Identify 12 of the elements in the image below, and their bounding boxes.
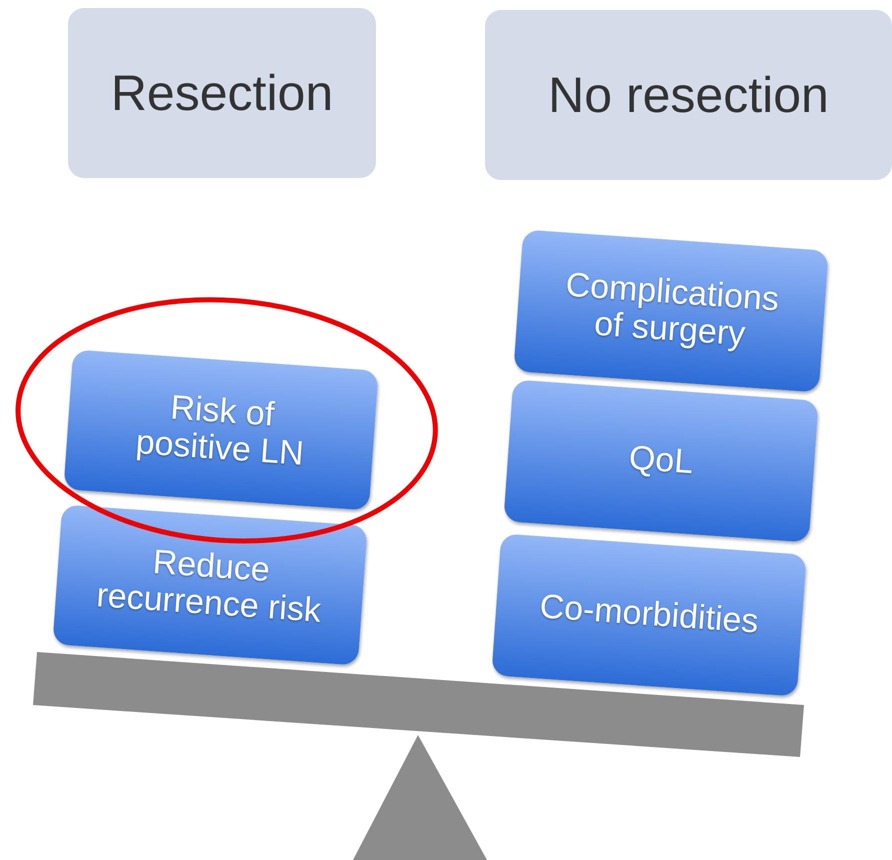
factor-block [491,534,807,696]
node-label: Co-morbidities [538,588,760,642]
node-label: No resection [548,66,829,124]
factor-block [52,504,368,666]
node-label: Resection [110,64,334,122]
heading-box [68,8,376,178]
node-label: Complications of surgery [564,265,782,356]
node-label: Reduce recurrence risk [94,542,324,632]
node-label: Risk of positive LN [134,387,306,474]
node-label: QoL [628,440,694,482]
heading-box [485,10,892,180]
factor-block [503,380,819,542]
